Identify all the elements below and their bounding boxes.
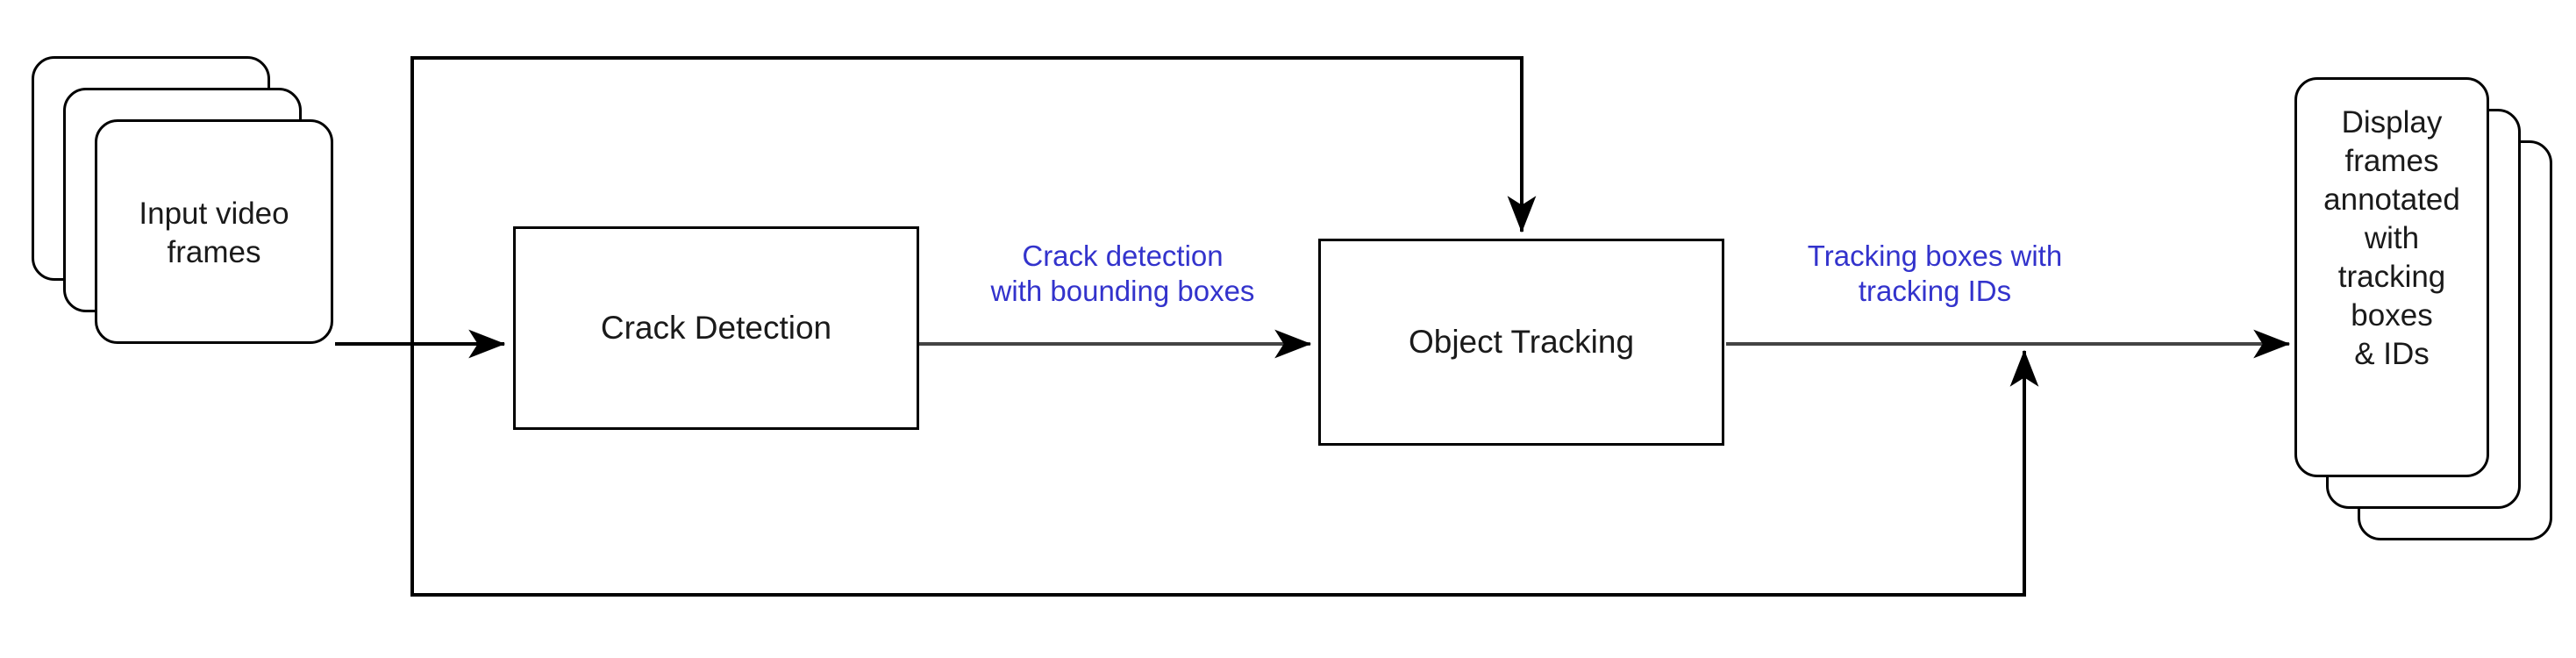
node-crack-detection[interactable]: Crack Detection: [513, 226, 919, 430]
input-frames-card-front: [95, 119, 333, 344]
object-tracking-label: Object Tracking: [1408, 324, 1635, 360]
display-frames-label: Display frames annotated with tracking b…: [2323, 105, 2460, 371]
node-input-video-frames[interactable]: Input video frames: [32, 56, 347, 344]
display-frames-card-front: [2294, 77, 2489, 477]
edge-bottom-feedback: [410, 344, 2039, 597]
input-frames-label: Input video frames: [139, 197, 289, 269]
edge-top-feedback: [410, 56, 1537, 344]
edge-label-crack-detection-output: Crack detection with bounding boxes: [990, 240, 1255, 307]
edge-label-tracking-output: Tracking boxes with tracking IDs: [1807, 240, 2063, 307]
crack-detection-label: Crack Detection: [600, 310, 832, 346]
node-object-tracking[interactable]: Object Tracking: [1318, 239, 1724, 446]
node-display-frames[interactable]: Display frames annotated with tracking b…: [2294, 77, 2558, 569]
